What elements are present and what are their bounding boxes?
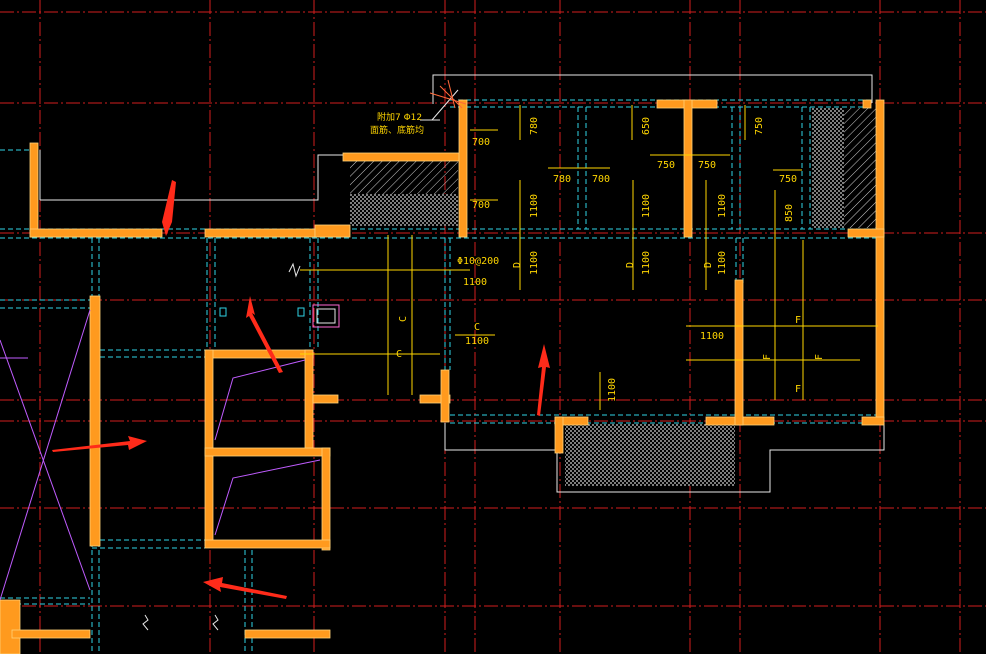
rebar-annotation: 附加7 Φ12 面筋、底筋均 — [370, 111, 424, 136]
arrow-icon — [162, 180, 176, 236]
dim-780-top: 780 — [529, 117, 540, 135]
label-d-2: D — [625, 262, 636, 268]
dim-700-a: 700 — [472, 137, 490, 148]
rebar-spec: Φ10@200 — [457, 256, 499, 267]
dim-1100-h3: 1100 — [700, 331, 724, 342]
break-line-symbol-icon — [142, 262, 301, 631]
dim-1100-v2: 1100 — [641, 194, 652, 218]
annotation-line-2: 面筋、底筋均 — [370, 124, 424, 136]
annotation-line-1: 附加7 Φ12 — [377, 111, 422, 123]
dim-1100-h1: 1100 — [463, 277, 487, 288]
slab-outline — [39, 74, 885, 493]
dimension-labels: 700 700 780 700 750 750 750 Φ10@200 1100… — [457, 137, 797, 347]
dimension-lines — [300, 105, 878, 410]
equipment-symbols — [219, 304, 340, 328]
label-f-3: F — [814, 354, 825, 360]
section-letters: C C C D D D F F F F — [396, 262, 825, 395]
dim-700-mid: 700 — [592, 174, 610, 185]
dim-780-mid: 780 — [553, 174, 571, 185]
dim-700-b: 700 — [472, 200, 490, 211]
red-pointer-arrows — [52, 180, 550, 599]
label-d-1: D — [512, 262, 523, 268]
dim-1100-v7: 1100 — [607, 378, 618, 402]
arrow-icon — [537, 344, 550, 416]
dim-1100-v5: 1100 — [641, 251, 652, 275]
label-c-3: C — [474, 322, 480, 333]
dim-650: 650 — [641, 117, 652, 135]
dim-750-right: 750 — [779, 174, 797, 185]
hatched-areas — [350, 108, 876, 486]
opening-lines — [0, 309, 321, 601]
dim-1100-h2: 1100 — [465, 336, 489, 347]
dim-1100-v4: 1100 — [529, 251, 540, 275]
arrow-icon — [203, 577, 287, 599]
annotation-leader — [429, 79, 467, 121]
dim-1100-v1: 1100 — [529, 194, 540, 218]
dim-750-m2: 750 — [698, 160, 716, 171]
label-d-3: D — [703, 262, 714, 268]
label-f-1: F — [795, 315, 801, 326]
label-c-2: C — [396, 349, 402, 360]
arrow-icon — [52, 436, 147, 452]
dim-850: 850 — [784, 204, 795, 222]
walls — [0, 99, 885, 654]
vertical-dimension-labels: 780 650 750 1100 1100 1100 850 1100 1100… — [529, 117, 795, 402]
dim-1100-v6: 1100 — [717, 251, 728, 275]
label-c-1: C — [398, 316, 409, 322]
dim-750-top: 750 — [754, 117, 765, 135]
dim-750-m1: 750 — [657, 160, 675, 171]
label-f-4: F — [795, 384, 801, 395]
dim-1100-v3: 1100 — [717, 194, 728, 218]
label-f-2: F — [762, 354, 773, 360]
arrow-icon — [246, 296, 283, 373]
